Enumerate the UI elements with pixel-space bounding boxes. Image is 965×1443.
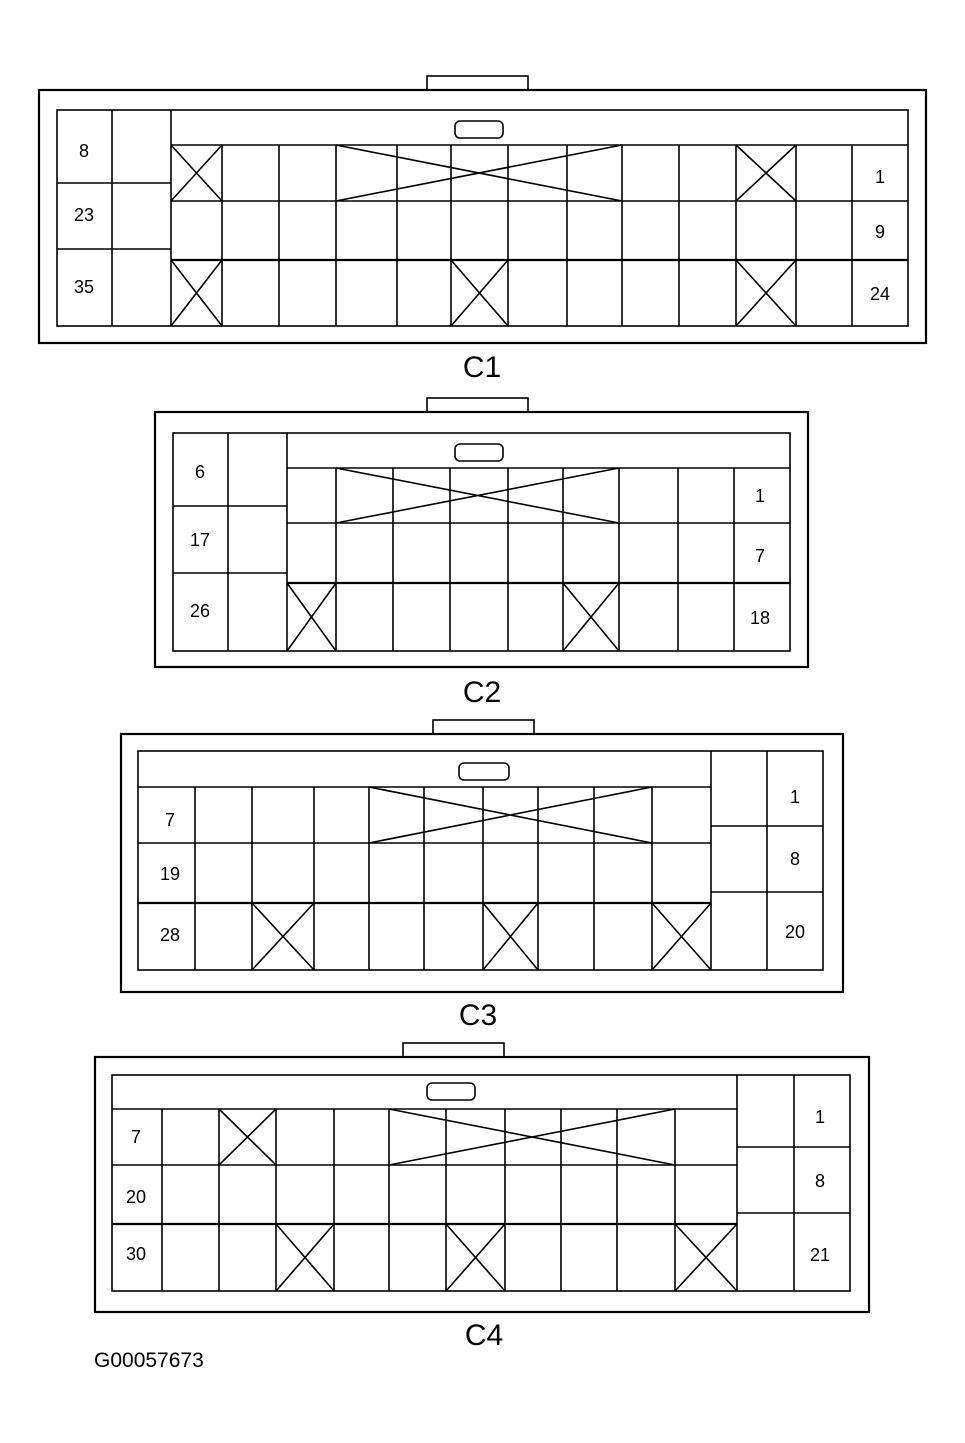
connector-label: C1 — [463, 351, 501, 384]
connector-label: C3 — [459, 999, 497, 1032]
connector-housing — [93, 1055, 871, 1314]
locking-tab — [402, 1042, 505, 1058]
locking-tab — [426, 75, 529, 91]
pin-number: 19 — [160, 864, 180, 884]
connector-label: C2 — [463, 676, 501, 709]
connector-face — [172, 432, 791, 652]
pin-number: 1 — [790, 787, 800, 807]
connector-face — [56, 109, 909, 327]
key-slot — [458, 762, 510, 781]
pin-number: 23 — [74, 205, 94, 225]
connector-c3: 7 19 28 1 8 20 C3 — [119, 719, 845, 1032]
cavity-grid — [112, 1075, 850, 1291]
locking-tab — [432, 719, 535, 735]
locking-tab — [426, 397, 529, 413]
pin-number: 20 — [126, 1187, 146, 1207]
pin-number: 8 — [815, 1171, 825, 1191]
cavity-grid — [138, 751, 823, 970]
connector-c1: 8 23 35 1 9 24 C1 — [37, 75, 928, 384]
pin-number: 1 — [755, 486, 765, 506]
connector-housing — [37, 88, 928, 345]
connector-face — [111, 1074, 851, 1292]
connector-c4: 7 20 30 1 8 21 C4 — [93, 1042, 871, 1352]
key-slot — [426, 1082, 476, 1101]
blocked-cavity-marks — [170, 144, 797, 327]
pin-number: 28 — [160, 925, 180, 945]
pin-number: 1 — [875, 167, 885, 187]
cavity-grid — [173, 433, 790, 651]
pin-number: 30 — [126, 1244, 146, 1264]
key-slot — [454, 443, 504, 462]
pin-number: 35 — [74, 277, 94, 297]
pin-number: 7 — [131, 1127, 141, 1147]
cavity-grid — [57, 110, 908, 326]
pin-number: 24 — [870, 284, 890, 304]
connector-housing — [119, 732, 845, 994]
connector-housing — [153, 410, 810, 669]
pin-number: 17 — [190, 530, 210, 550]
pin-number: 1 — [815, 1107, 825, 1127]
pin-number: 9 — [875, 222, 885, 242]
pin-number: 8 — [79, 141, 89, 161]
pin-number: 7 — [755, 546, 765, 566]
connector-c2: 6 17 26 1 7 18 C2 — [153, 397, 810, 709]
blocked-cavity-marks — [286, 467, 620, 652]
blocked-cavity-marks — [218, 1108, 738, 1292]
pin-number: 21 — [810, 1245, 830, 1265]
pin-number: 20 — [785, 922, 805, 942]
blocked-cavity-marks — [251, 786, 712, 971]
connector-label: C4 — [465, 1319, 503, 1352]
pin-number: 7 — [165, 810, 175, 830]
pin-number: 6 — [195, 462, 205, 482]
pin-number: 18 — [750, 608, 770, 628]
pin-number: 26 — [190, 601, 210, 621]
key-slot — [454, 120, 504, 139]
pin-number: 8 — [790, 849, 800, 869]
connector-face — [137, 750, 824, 971]
figure-id: G00057673 — [94, 1349, 204, 1372]
